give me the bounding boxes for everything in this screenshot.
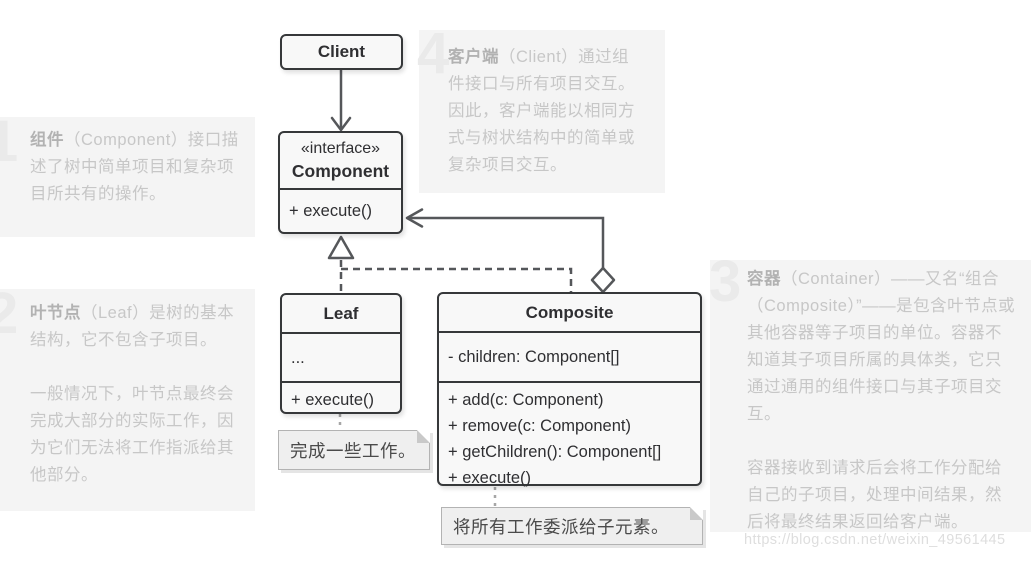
method-entry: + remove(c: Component) — [448, 417, 631, 435]
composite-component-line — [407, 216, 605, 268]
annotation-line: 复杂项目交互。 — [448, 156, 567, 174]
annotation-line: 自己的子项目，处理中间结果，然 — [747, 486, 1002, 504]
step-number-2: 2 — [0, 281, 19, 346]
method-entry: + getChildren(): Component[] — [448, 443, 662, 461]
annotation-lead: 组件 — [30, 131, 64, 149]
method-entry: + execute() — [448, 469, 531, 487]
annotation-line: 件接口与所有项目交互。 — [448, 75, 635, 93]
attribute-entry: ... — [291, 348, 305, 367]
class-box-client: Client — [280, 34, 403, 70]
class-title: Client — [317, 42, 366, 61]
step-number-3: 3 — [709, 249, 742, 314]
annotation-first-line: 组件（Component）接口描 — [30, 131, 239, 149]
annotation-first-line: 叶节点（Leaf）是树的基本 — [30, 304, 235, 322]
annotation-text-client: 客户端（Client）通过组 件接口与所有项目交互。因此，客户端能以相同方式与树… — [448, 44, 635, 179]
class-title: Composite — [525, 302, 614, 322]
annotation-block-leaf — [0, 289, 255, 511]
class-box-composite: Composite - children: Component[] + add(… — [437, 292, 702, 487]
attribute-entry: - children: Component[] — [448, 348, 620, 366]
stereotype-label: «interface» — [300, 139, 381, 157]
class-title: Component — [291, 160, 390, 181]
annotation-lead: 叶节点 — [30, 304, 81, 322]
annotation-line: 他部分。 — [30, 466, 98, 484]
class-box-component: «interface» Component + execute() — [278, 131, 403, 234]
annotation-first-line: 容器（Container）——又名“组合 — [747, 270, 1000, 288]
note-composite: 将所有工作委派给子元素。 — [441, 507, 703, 545]
annotation-line: 其他容器等子项目的单位。容器不 — [747, 324, 1002, 342]
annotation-lead: 容器 — [747, 270, 781, 288]
step-number-4: 4 — [417, 21, 450, 86]
annotation-line: 结构，它不包含子项目。 — [30, 331, 217, 349]
annotation-line: 式与树状结构中的简单或 — [448, 129, 635, 147]
aggregation-diamond-icon — [590, 266, 616, 294]
method-entry: + add(c: Component) — [448, 391, 604, 409]
annotation-line: 述了树中简单项目和复杂项 — [30, 158, 234, 176]
note-leaf: 完成一些工作。 — [278, 430, 430, 470]
annotation-line: 知道其子项目所属的具体类，它只 — [747, 351, 1002, 369]
annotation-line: 互。 — [747, 405, 781, 423]
attributes-section: - children: Component[] — [439, 331, 700, 381]
arrowhead-down-icon — [330, 116, 352, 132]
watermark-url: https://blog.csdn.net/weixin_49561445 — [744, 532, 1006, 548]
method-entry: + execute() — [289, 202, 372, 220]
realization-triangle-icon — [327, 235, 355, 260]
annotation-line: 容器接收到请求后会将工作分配给 — [747, 459, 1002, 477]
annotation-line: 后将最终结果返回给客户端。 — [747, 513, 968, 531]
annotation-line: 通过通用的组件接口与其子项目交 — [747, 378, 1002, 396]
annotation-text-container: 容器（Container）——又名“组合 （Composite）”——是包含叶节… — [747, 266, 1015, 536]
step-number-1: 1 — [0, 109, 19, 174]
method-entry: + execute() — [291, 391, 374, 409]
class-box-leaf: Leaf ... + execute() — [280, 293, 402, 414]
methods-section: + add(c: Component) + remove(c: Component… — [439, 381, 700, 495]
annotation-text-component: 组件（Component）接口描 述了树中简单项目和复杂项目所共有的操作。 — [30, 127, 239, 208]
annotation-block-client — [419, 30, 665, 193]
methods-section: + execute() — [280, 188, 401, 232]
annotation-line: 一般情况下，叶节点最终会 — [30, 385, 234, 403]
annotation-text-leaf: 叶节点（Leaf）是树的基本 结构，它不包含子项目。 一般情况下，叶节点最终会完… — [30, 300, 234, 489]
annotation-line: 因此，客户端能以相同方 — [448, 102, 635, 120]
annotation-line: （Composite）”——是包含叶节点或 — [747, 297, 1016, 315]
attributes-section: ... — [282, 332, 400, 381]
annotation-line: 目所共有的操作。 — [30, 185, 166, 203]
annotation-line: 完成大部分的实际工作，因 — [30, 412, 234, 430]
class-title: Leaf — [323, 303, 359, 323]
annotation-line: 为它们无法将工作指派给其 — [30, 439, 234, 457]
annotation-lead: 客户端 — [448, 48, 499, 66]
class-header: «interface» Component — [280, 133, 401, 188]
annotation-block-container — [710, 260, 1031, 532]
methods-section: + execute() — [282, 381, 400, 417]
composite-realization-line — [341, 267, 573, 292]
annotation-block-component — [0, 117, 255, 237]
annotation-first-line: 客户端（Client）通过组 — [448, 48, 630, 66]
